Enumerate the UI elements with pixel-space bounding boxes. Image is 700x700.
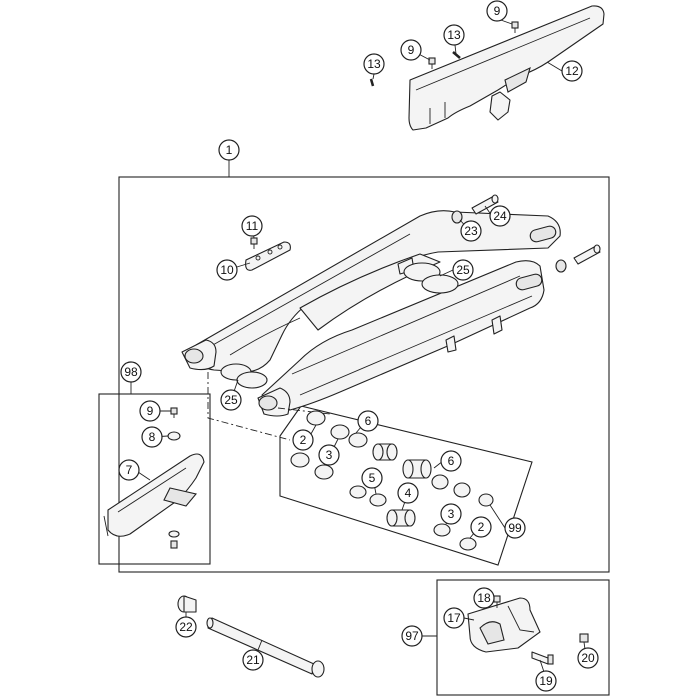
callout-3: 3: [440, 503, 462, 525]
callout-label: 5: [369, 471, 376, 485]
callout-label: 25: [224, 393, 238, 407]
callout-9: 9: [139, 400, 161, 422]
bearing-kit: [290, 410, 494, 551]
chain-slider-10: [245, 241, 291, 271]
callout-label: 17: [447, 611, 461, 625]
callout-label: 12: [565, 64, 579, 78]
bolt-24: [471, 194, 499, 215]
pin-13-left: [369, 78, 375, 87]
callout-98: 98: [120, 361, 142, 383]
callout-6: 6: [440, 450, 462, 472]
callout-label: 3: [326, 448, 333, 462]
callout-1: 1: [218, 139, 240, 161]
callout-label: 7: [126, 463, 133, 477]
nut-22: [177, 595, 197, 613]
callout-label: 13: [447, 28, 461, 42]
swingarm: [181, 210, 561, 417]
callout-22: 22: [175, 616, 197, 638]
callout-label: 4: [405, 486, 412, 500]
callout-19: 19: [535, 670, 557, 692]
callout-25: 25: [452, 259, 474, 281]
pivot-shaft-21: [206, 617, 325, 678]
callout-label: 2: [300, 433, 307, 447]
protector-ring-25-lower: [220, 363, 268, 389]
chain-guard: [408, 5, 605, 131]
assembly-frame-main: [118, 176, 610, 573]
alignment-line: [277, 407, 331, 415]
callout-3: 3: [318, 444, 340, 466]
screw-bottom-guide: [168, 530, 180, 549]
callout-label: 19: [539, 674, 553, 688]
callout-label: 6: [448, 454, 455, 468]
assembly-frame-bearing-kit: [279, 405, 533, 566]
callout-label: 99: [508, 521, 522, 535]
callout-12: 12: [561, 60, 583, 82]
callout-9: 9: [486, 0, 508, 22]
assembly-frame-chain-guide-kit: [98, 393, 211, 565]
callout-5: 5: [361, 467, 383, 489]
callout-label: 97: [405, 629, 419, 643]
callout-label: 11: [246, 219, 259, 233]
callout-99: 99: [504, 517, 526, 539]
bolt-24-right: [573, 244, 601, 265]
callout-6: 6: [357, 410, 379, 432]
callout-label: 24: [493, 209, 507, 223]
nut-23: [451, 210, 463, 224]
screw-9-top: [511, 21, 519, 33]
callout-17: 17: [443, 607, 465, 629]
callout-97: 97: [401, 625, 423, 647]
callout-label: 9: [147, 404, 154, 418]
callout-4: 4: [397, 482, 419, 504]
washer-8: [167, 431, 181, 441]
callout-21: 21: [242, 649, 264, 671]
alignment-line: [207, 372, 291, 441]
callout-label: 21: [246, 653, 260, 667]
callout-24: 24: [489, 205, 511, 227]
pin-13-right: [452, 51, 461, 59]
washer-20: [579, 633, 589, 643]
callout-label: 3: [448, 507, 455, 521]
callout-label: 1: [226, 143, 233, 157]
callout-2: 2: [292, 429, 314, 451]
callout-label: 22: [179, 620, 193, 634]
callout-25: 25: [220, 389, 242, 411]
callout-label: 8: [149, 430, 156, 444]
callout-7: 7: [118, 459, 140, 481]
callout-label: 98: [124, 365, 138, 379]
callout-13: 13: [443, 24, 465, 46]
callout-label: 23: [464, 224, 478, 238]
callout-label: 20: [581, 651, 595, 665]
nut-23-right: [555, 259, 567, 273]
callout-label: 25: [456, 263, 470, 277]
chain-guide: [103, 453, 205, 537]
chain-slider-guide-17: [467, 597, 541, 653]
screw-9-guard: [428, 57, 436, 69]
callout-13: 13: [363, 53, 385, 75]
callout-18: 18: [473, 587, 495, 609]
callout-label: 9: [408, 43, 415, 57]
assembly-frame-chain-slider-kit: [436, 579, 610, 696]
callout-10: 10: [216, 259, 238, 281]
callout-label: 18: [477, 591, 491, 605]
callout-label: 9: [494, 4, 501, 18]
bolt-19: [531, 651, 554, 665]
callout-8: 8: [141, 426, 163, 448]
callout-9: 9: [400, 39, 422, 61]
callout-label: 6: [365, 414, 372, 428]
callout-23: 23: [460, 220, 482, 242]
callout-label: 2: [478, 520, 485, 534]
callout-2: 2: [470, 516, 492, 538]
callout-label: 13: [367, 57, 381, 71]
callout-20: 20: [577, 647, 599, 669]
protector-ring-25-upper: [403, 262, 459, 294]
screw-11: [250, 237, 258, 249]
callout-11: 11: [241, 215, 263, 237]
screw-9-guide: [170, 407, 178, 418]
callout-label: 10: [220, 263, 234, 277]
